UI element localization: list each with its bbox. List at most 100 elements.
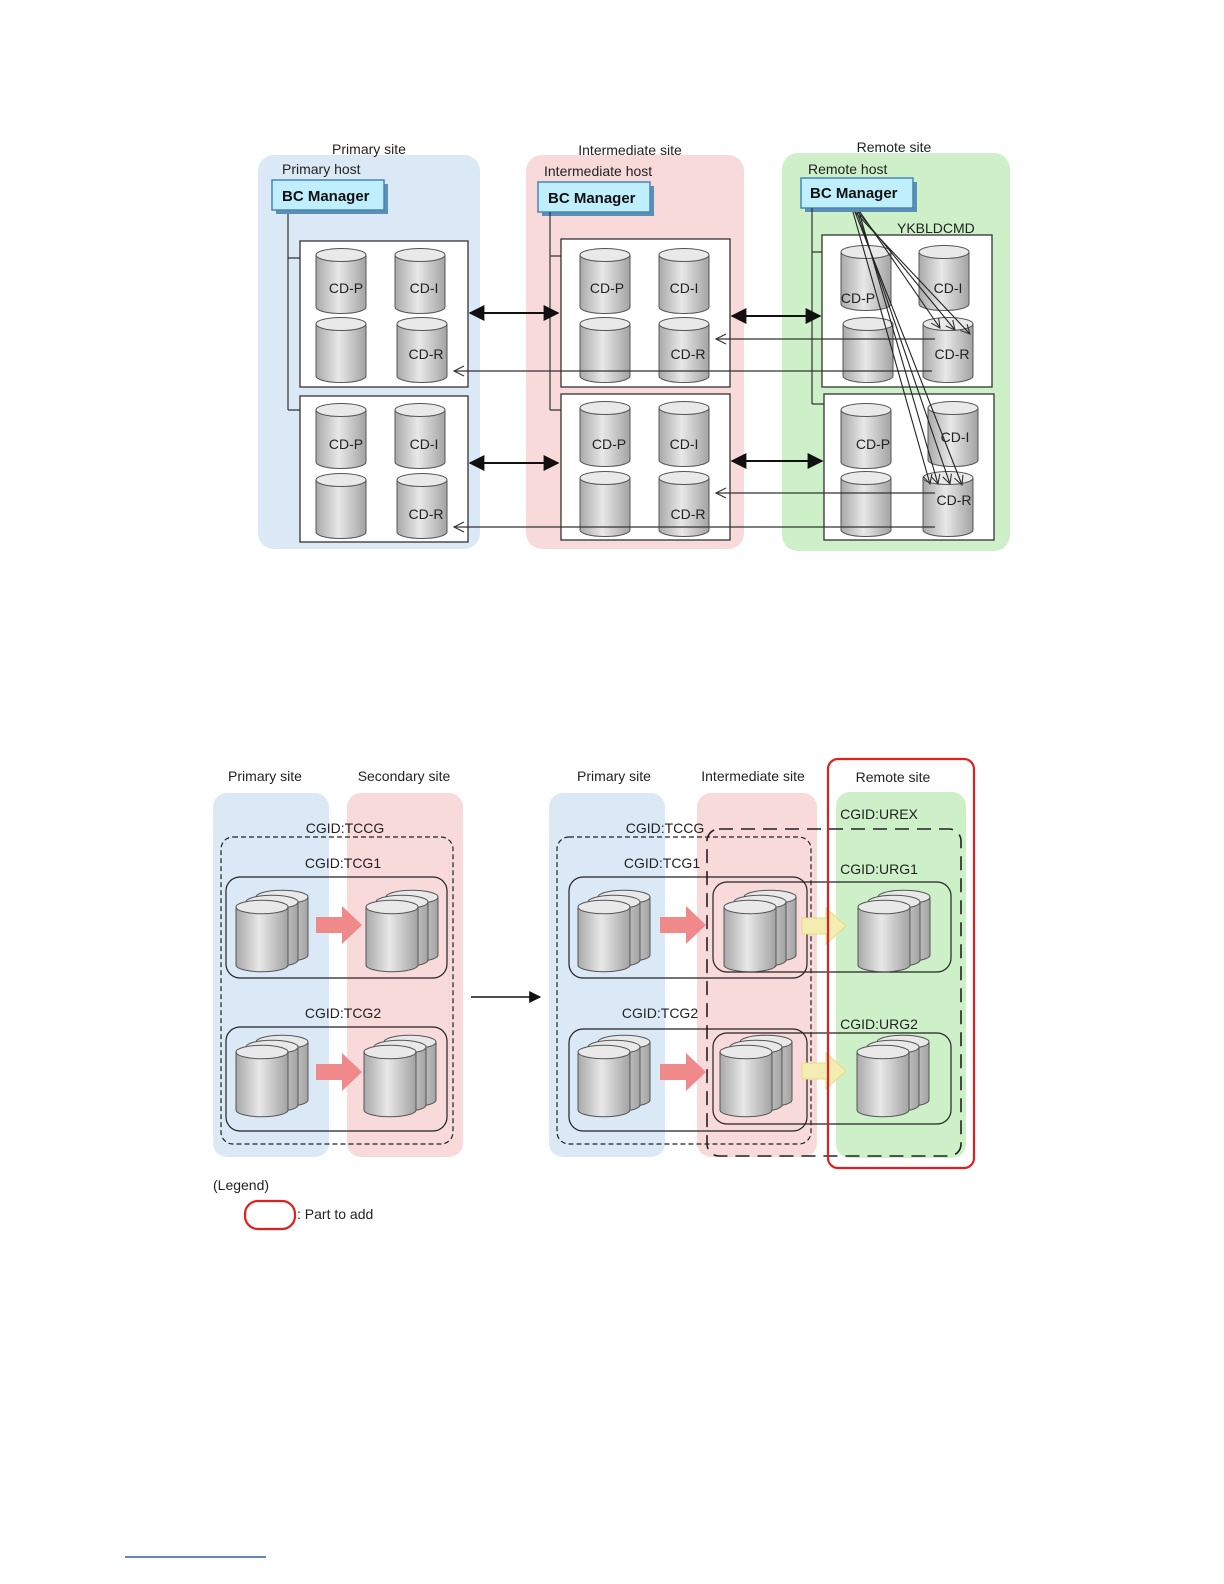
volume-stack — [577, 1034, 651, 1118]
svg-text:BC Manager: BC Manager — [282, 188, 370, 205]
volume-cylinder — [363, 1044, 417, 1118]
vol-label: CD-R — [409, 506, 444, 522]
after-urg2-box — [712, 1032, 952, 1125]
volume-cylinder — [840, 245, 892, 311]
vol-label: CD-I — [410, 436, 439, 452]
bc-manager-intermediate: BC Manager — [537, 181, 654, 216]
vol-label: CD-I — [670, 436, 699, 452]
legend-part-to-add: : Part to add — [297, 1206, 373, 1222]
volume-cylinder — [235, 1044, 289, 1118]
after-urex-box — [706, 828, 962, 1157]
volume-stack — [235, 1034, 309, 1118]
volume-stack — [857, 889, 931, 973]
vol-label: CD-R — [937, 492, 972, 508]
ur-copy-arrows — [801, 906, 847, 1091]
volume-cylinder — [394, 248, 446, 314]
vol-label: CD-P — [329, 280, 363, 296]
volume-cylinder — [719, 1044, 773, 1118]
vol-label: CD-R — [409, 346, 444, 362]
vol-label: CD-R — [671, 506, 706, 522]
volume-cylinder — [577, 899, 631, 973]
part-to-add-highlight — [826, 757, 976, 1170]
volume-cylinder — [658, 317, 710, 383]
primary-site-title: Primary site — [332, 141, 406, 157]
volume-cylinder — [840, 403, 892, 469]
volume-cylinder — [579, 471, 631, 537]
volume-cylinder — [315, 248, 367, 314]
volume-cylinders — [315, 245, 979, 539]
vol-label: CD-R — [935, 346, 970, 362]
volume-cylinder — [315, 403, 367, 469]
before-tccg-box — [220, 836, 454, 1145]
volume-cylinder — [394, 403, 446, 469]
command-fan-lines — [852, 211, 970, 485]
volume-cylinder — [396, 473, 448, 539]
before-tccg-label: CGID:TCCG — [306, 820, 385, 836]
after-urex-label: CGID:UREX — [840, 806, 918, 822]
vol-label: CD-P — [841, 290, 875, 306]
volume-cylinder — [658, 248, 710, 314]
volume-stack — [719, 1034, 793, 1118]
volume-cylinder — [927, 401, 979, 467]
legend-title: (Legend) — [213, 1177, 269, 1193]
volume-stack — [363, 1034, 437, 1118]
vol-label: CD-P — [329, 436, 363, 452]
after-tcg2-box — [568, 1028, 808, 1132]
vol-label: CD-P — [592, 436, 626, 452]
volume-cylinder — [579, 317, 631, 383]
vol-label: CD-I — [941, 429, 970, 445]
vol-label: CD-I — [670, 280, 699, 296]
volume-cylinder — [579, 401, 631, 467]
legend-red-swatch — [243, 1199, 297, 1231]
volume-cylinder — [577, 1044, 631, 1118]
volume-cylinder — [857, 899, 911, 973]
before-tcg2-label: CGID:TCG2 — [305, 1005, 381, 1021]
volume-cylinder — [315, 317, 367, 383]
vol-label: CD-R — [671, 346, 706, 362]
after-urg2-label: CGID:URG2 — [840, 1016, 918, 1032]
bc-manager-primary: BC Manager — [271, 179, 388, 214]
ykbldcmd-label: YKBLDCMD — [897, 220, 975, 236]
svg-text:BC Manager: BC Manager — [810, 185, 898, 202]
volume-cylinder — [658, 401, 710, 467]
vol-label: CD-P — [590, 280, 624, 296]
volume-stack — [365, 889, 439, 973]
after-remote-title: Remote site — [856, 769, 931, 785]
volume-cylinder — [579, 248, 631, 314]
after-tccg-box — [556, 836, 812, 1145]
bc-manager-remote: BC Manager — [800, 177, 917, 212]
remote-host-label: Remote host — [808, 161, 887, 177]
after-intermediate-title: Intermediate site — [701, 768, 805, 784]
volume-stack — [577, 889, 651, 973]
vol-label: CD-I — [934, 280, 963, 296]
after-primary-title: Primary site — [577, 768, 651, 784]
after-tcg1-label: CGID:TCG1 — [624, 855, 700, 871]
volume-cylinder — [723, 899, 777, 973]
before-primary-title: Primary site — [228, 768, 302, 784]
diagram-add-remote-site: Primary site Secondary site Primary site… — [213, 757, 976, 1231]
return-paths — [454, 339, 935, 527]
replication-arrows — [468, 305, 824, 471]
volume-stack — [723, 889, 797, 973]
after-tcg2-label: CGID:TCG2 — [622, 1005, 698, 1021]
volume-cylinder — [365, 899, 419, 973]
remote-site-title: Remote site — [857, 139, 932, 155]
after-tccg-label: CGID:TCCG — [626, 820, 705, 836]
after-urg1-label: CGID:URG1 — [840, 861, 918, 877]
before-tcg1-box — [225, 876, 448, 979]
volume-labels: CD-P CD-I CD-R CD-P CD-I CD-R CD-P CD-I … — [329, 280, 972, 522]
volume-cylinder — [396, 317, 448, 383]
volume-cylinder — [856, 1044, 910, 1118]
diagram-three-site: Primary site Intermediate site Remote si… — [258, 139, 1010, 551]
before-tcg1-label: CGID:TCG1 — [305, 855, 381, 871]
volume-cylinder — [315, 473, 367, 539]
primary-host-label: Primary host — [282, 161, 361, 177]
volume-cylinder — [235, 899, 289, 973]
after-urg1-box — [712, 881, 952, 973]
volume-cylinder — [658, 471, 710, 537]
before-secondary-title: Secondary site — [358, 768, 451, 784]
volume-cylinder — [918, 245, 970, 311]
volume-stack — [856, 1034, 930, 1118]
intermediate-host-label: Intermediate host — [544, 163, 652, 179]
